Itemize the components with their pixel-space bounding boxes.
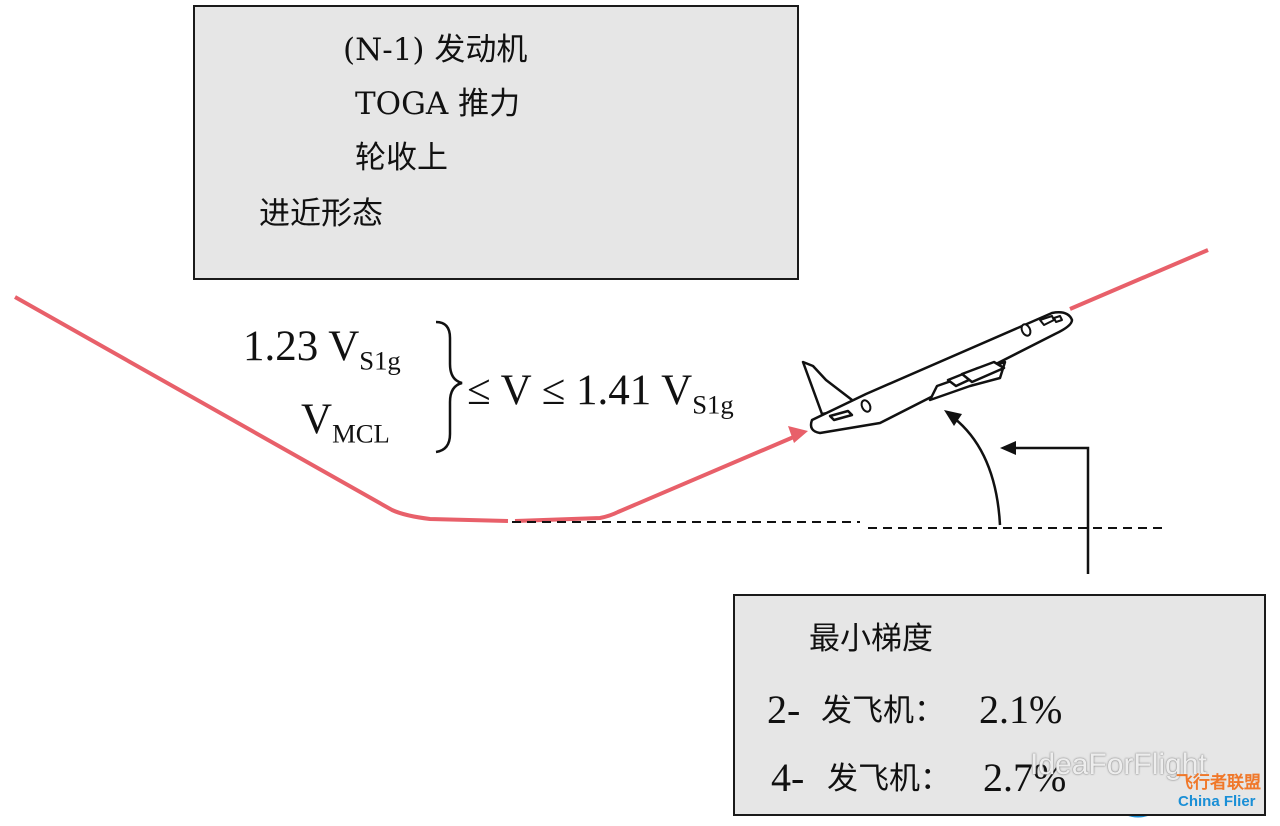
watermark-logo-en: China Flier [1178,793,1256,810]
watermark-logo-cn: 飞行者联盟 [1176,773,1261,792]
speed-vs1g-label: 1.23 VS1g [243,325,401,374]
four-engine-label: 发飞机： [827,761,951,797]
speed-vmcl-main: V [301,396,333,443]
speed-brace [435,320,463,454]
flight-path-line [14,295,509,523]
speed-vmcl-subscript: MCL [332,418,390,449]
twin-engine-gradient: 2.1% [979,687,1063,732]
four-engine-gradient: 2.7% [983,755,1067,800]
leader-arrowhead [1000,441,1016,455]
speed-vmcl-label: VMCL [301,398,390,447]
twin-engine-prefix: 2- [767,687,801,732]
engine-label: (N-1) 发动机 [343,32,528,68]
flight-path-line-segment [514,434,797,523]
gradient-angle-arc [953,417,1002,526]
gradient-arc-arrowhead [944,410,962,426]
flight-path-arrowhead [788,426,808,443]
four-engine-prefix: 4- [771,755,805,800]
gear-label: 轮收上 [355,140,448,176]
airplane-icon [801,311,1074,435]
speed-condition-label: ≤ V ≤ 1.41 VS1g [467,369,734,418]
minimum-gradient-box: 最小梯度 2- 发飞机： 2.1% 4- 发飞机： 2.7% [733,594,1266,816]
speed-condition-subscript: S1g [692,389,734,420]
configuration-label: 进近形态 [259,196,383,232]
speed-vs1g-main: 1.23 V [243,323,360,370]
twin-engine-label: 发飞机： [821,693,945,729]
climb-path-line [1069,248,1209,311]
leader-line [1010,446,1090,574]
watermark-text: IdeaForFlight [1030,748,1207,781]
thrust-label: TOGA 推力 [355,86,521,122]
configuration-box: (N-1) 发动机 TOGA 推力 轮收上 进近形态 [193,5,799,280]
speed-vs1g-subscript: S1g [359,345,401,376]
minimum-gradient-title: 最小梯度 [809,621,933,657]
speed-condition-main: ≤ V ≤ 1.41 V [467,367,693,414]
